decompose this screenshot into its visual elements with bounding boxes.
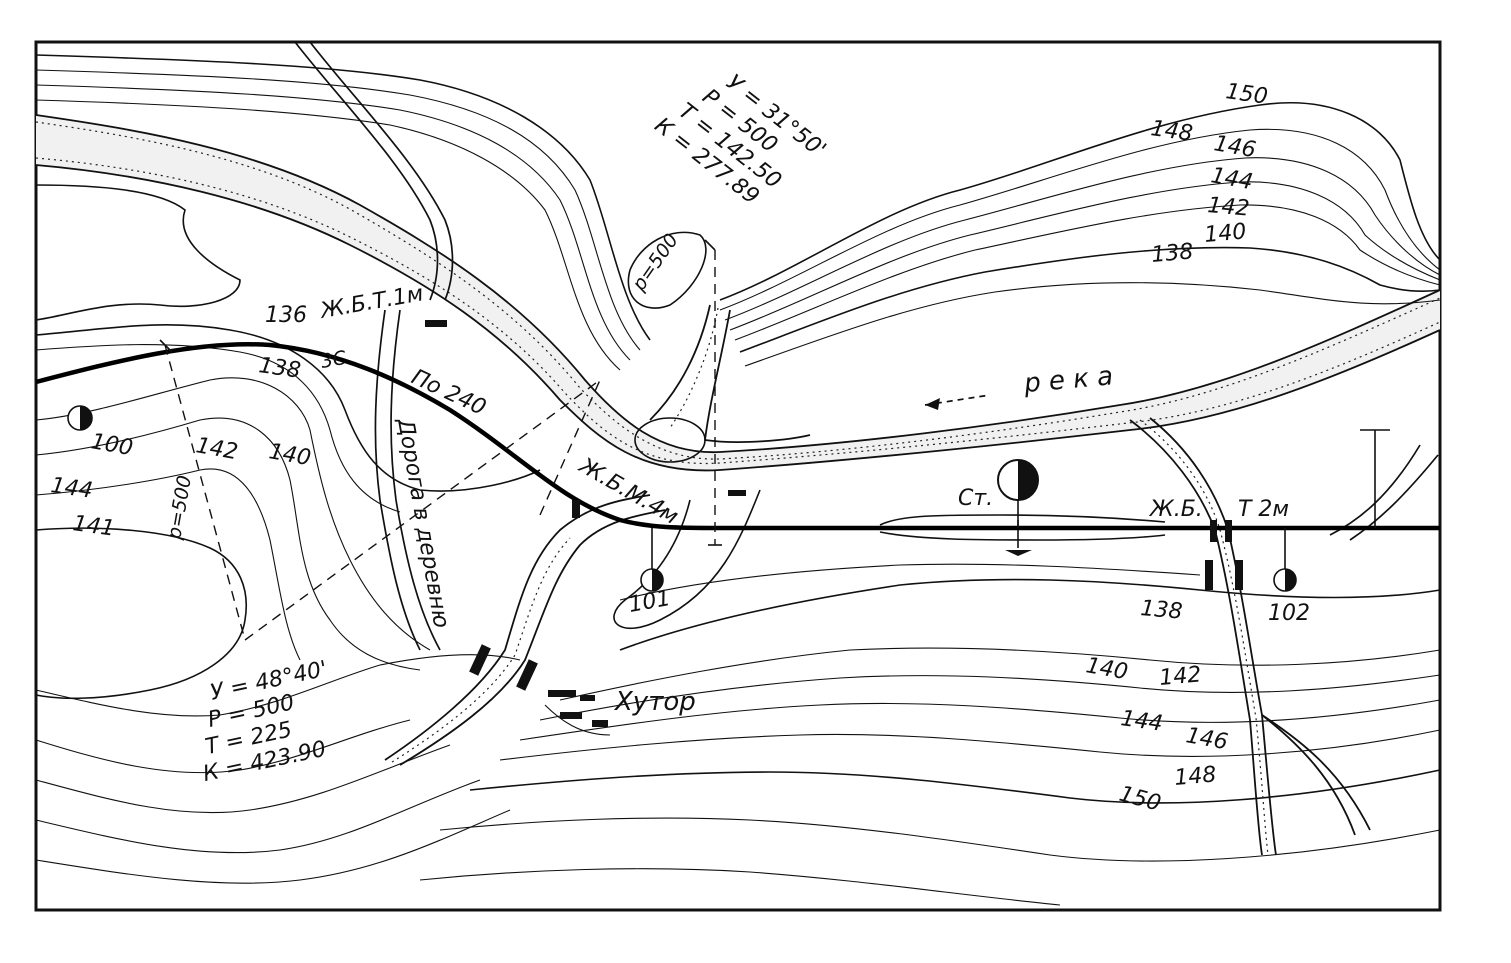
curve2-radius-label: р=500 xyxy=(163,474,196,542)
ravines xyxy=(384,304,1439,856)
village-road xyxy=(294,41,454,651)
contour-label-146-north: 146 xyxy=(1212,131,1258,163)
contour-label-141-west: 141 xyxy=(71,511,116,542)
pk-marker-100 xyxy=(67,405,93,431)
contour-label-138-south: 138 xyxy=(1139,596,1183,625)
pk-label-102: 102 xyxy=(1268,601,1310,626)
station-label: Ст. xyxy=(958,486,993,511)
alignment-lines xyxy=(159,250,1390,641)
contour-label-140-north: 140 xyxy=(1203,219,1247,248)
pk-label-101: 101 xyxy=(627,586,673,618)
contour-label-142-north: 142 xyxy=(1206,193,1250,222)
contour-label-144-north: 144 xyxy=(1209,163,1255,195)
river xyxy=(35,114,1441,472)
contour-label-138-north: 138 xyxy=(1150,239,1194,268)
curve1-radius-box xyxy=(627,231,716,309)
west-contours xyxy=(35,324,541,884)
railway-line xyxy=(35,342,1440,531)
contour-label-148-south: 148 xyxy=(1173,762,1217,791)
curve1-radius-box-label: р=500 xyxy=(628,230,683,296)
culvert-label-3b: Т 2м xyxy=(1238,497,1289,522)
contour-label-138-west: 138 xyxy=(257,353,302,384)
contour-label-142-west: 142 xyxy=(194,433,240,465)
farm-label: Хутор xyxy=(613,687,696,717)
west-lake xyxy=(35,184,241,321)
contour-label-144-south: 144 xyxy=(1119,706,1164,737)
culvert-label-1: Ж.Б.Т.1м xyxy=(317,281,426,324)
pk-label-100: 100 xyxy=(89,429,135,461)
curve1-params: У = 31°50' Р = 500 Т = 142.50 К = 277.89 xyxy=(650,70,831,210)
map-frame xyxy=(34,40,1442,912)
culvert-label-3: Ж.Б. xyxy=(1148,497,1203,522)
road-crossing-label: По 240 xyxy=(407,365,489,421)
pk-marker-101 xyxy=(640,528,664,592)
culvert-symbols xyxy=(425,320,1243,691)
river-label: р е к а xyxy=(1022,361,1114,399)
contour-label-136-west: 136 xyxy=(265,303,307,328)
north-contours xyxy=(35,54,1441,371)
south-contours xyxy=(419,489,1441,906)
marker-3c: 3С xyxy=(319,347,349,373)
contour-label-148-north: 148 xyxy=(1149,116,1194,147)
contour-label-142-south: 142 xyxy=(1158,662,1202,691)
curve2-params: У = 48°40' Р = 500 Т = 225 К = 423.90 xyxy=(201,657,330,787)
pk-marker-102 xyxy=(1273,528,1297,592)
contour-label-150-south: 150 xyxy=(1116,782,1163,817)
contour-label-144-west: 144 xyxy=(49,473,94,504)
farm-buildings xyxy=(544,690,611,736)
contour-label-140-west: 140 xyxy=(267,439,313,471)
station-symbol xyxy=(997,459,1039,528)
station-siding xyxy=(879,514,1166,556)
contour-label-146-south: 146 xyxy=(1184,723,1230,755)
contour-label-140-south: 140 xyxy=(1084,653,1130,685)
contour-label-150-north: 150 xyxy=(1224,79,1269,110)
